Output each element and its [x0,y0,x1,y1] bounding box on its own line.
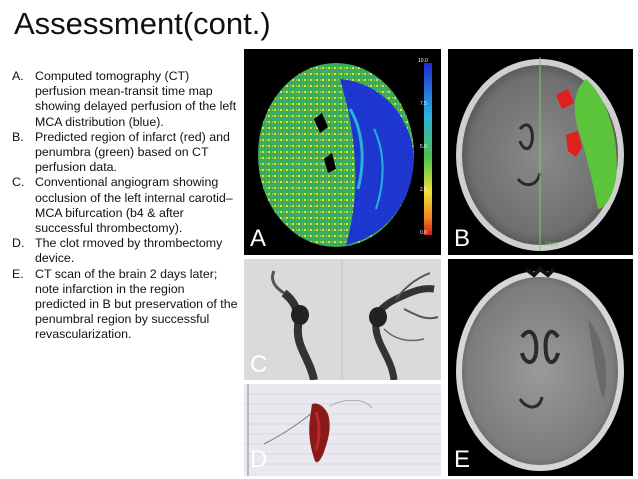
colorbar-tick: 5.0 [420,144,427,150]
panel-c-angiogram: C [244,259,441,380]
colorbar-tick: 2.5 [420,187,427,193]
panel-e-followup-ct: E [448,259,633,476]
panel-d-clot: D [244,384,441,476]
colorbar-tick: 7.5 [420,101,427,107]
panel-label: E [454,446,471,473]
panel-label: C [250,351,268,378]
caption-item-a: A.Computed tomography (CT) perfusion mea… [12,69,237,129]
caption-item-d: D.The clot rmoved by thrombectomy device… [12,236,223,266]
panel-label: D [250,446,268,473]
panel-label: B [454,225,471,252]
panel-label: A [250,225,267,252]
caption-item-c: C.Conventional angiogram showing occlusi… [12,175,233,236]
colorbar-tick: 10.0 [418,58,428,64]
vein-annotation: Vein [546,242,558,248]
panel-b-prediction: Vein B [448,49,633,255]
colorbar-tick: 0.0 [420,230,427,236]
caption-list: A.Computed tomography (CT) perfusion mea… [12,69,238,343]
caption-item-b: B.Predicted region of infarct (red) and … [12,129,230,175]
slide-title: Assessment(cont.) [14,6,271,41]
panel-a-perfusion-map: 10.0 7.5 5.0 2.5 0.0 A [244,49,441,255]
caption-item-e: E.CT scan of the brain 2 days later; not… [12,266,238,342]
